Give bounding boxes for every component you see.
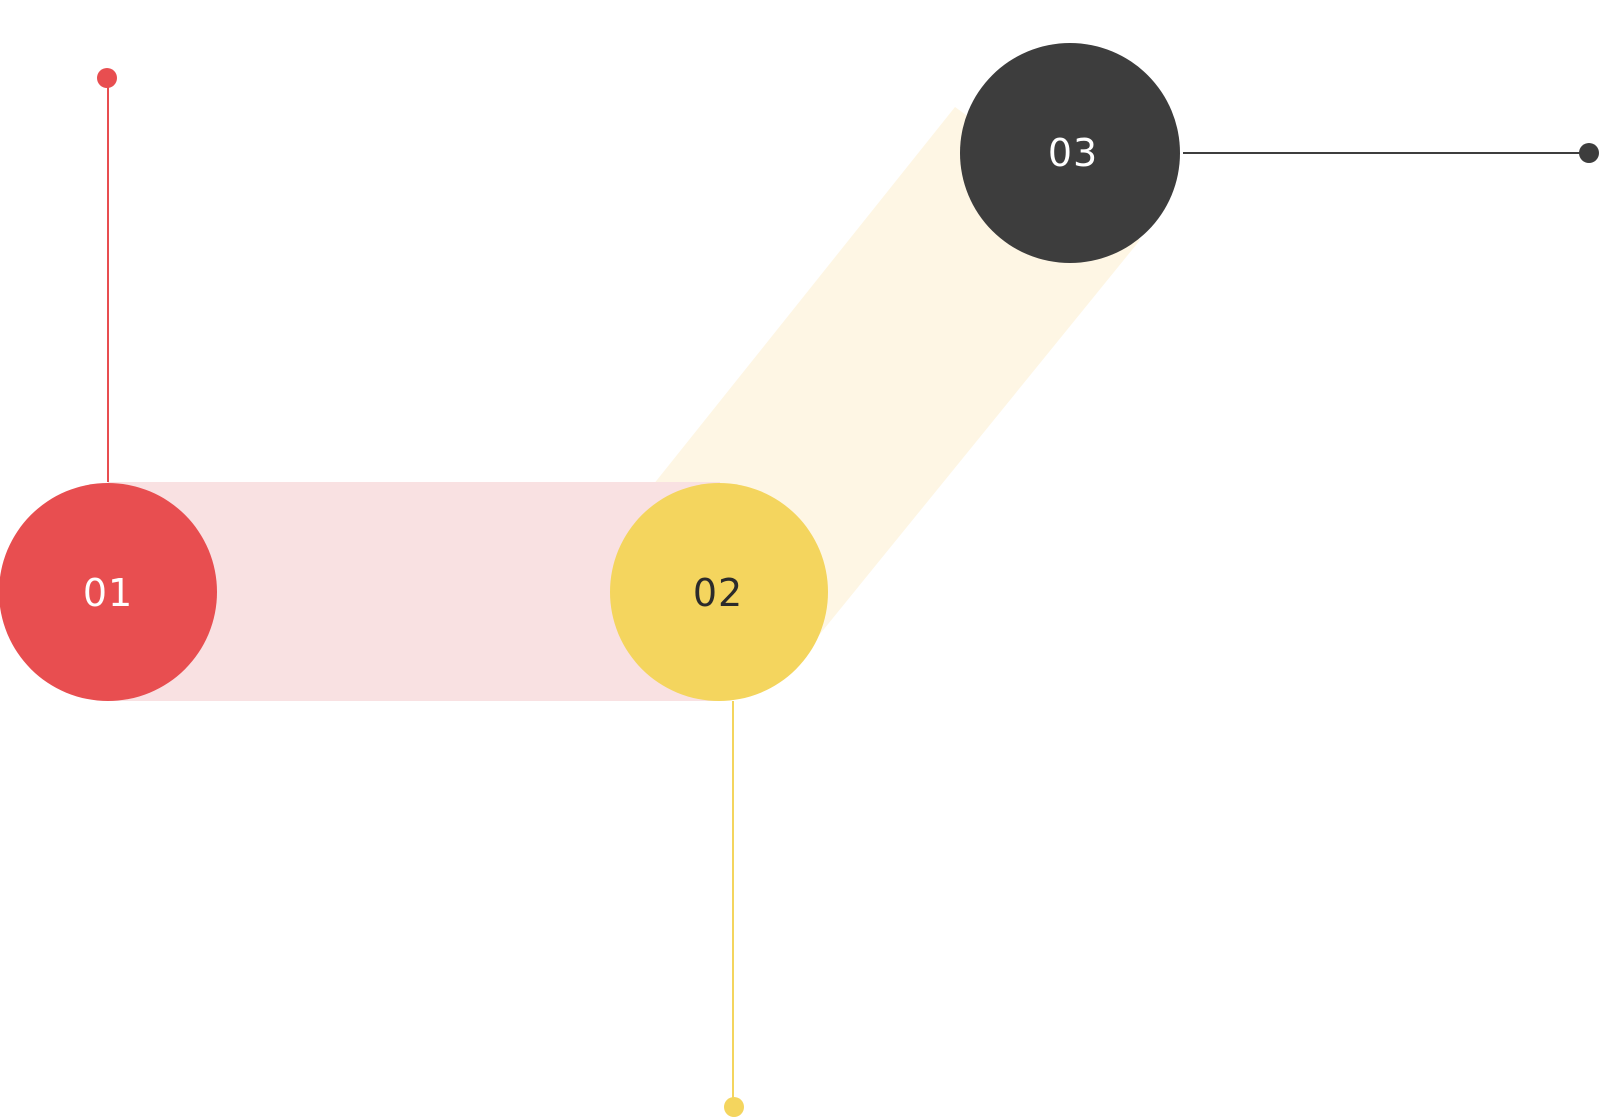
step-2-number: 02 [693,571,743,615]
step-3-circle [960,43,1180,263]
leader-endpoint-dot-step-2 [724,1097,744,1117]
leader-endpoint-dot-step-3 [1579,143,1599,163]
step-2-circle [610,483,828,701]
step-1-circle [0,483,217,701]
step-3-node: 03 [960,43,1180,263]
step-3-number: 03 [1048,131,1098,175]
leader-endpoint-dot-step-1 [97,68,117,88]
step-1-number: 01 [83,571,133,615]
step-1-node: 01 [0,483,217,701]
step-2-node: 02 [610,483,828,701]
